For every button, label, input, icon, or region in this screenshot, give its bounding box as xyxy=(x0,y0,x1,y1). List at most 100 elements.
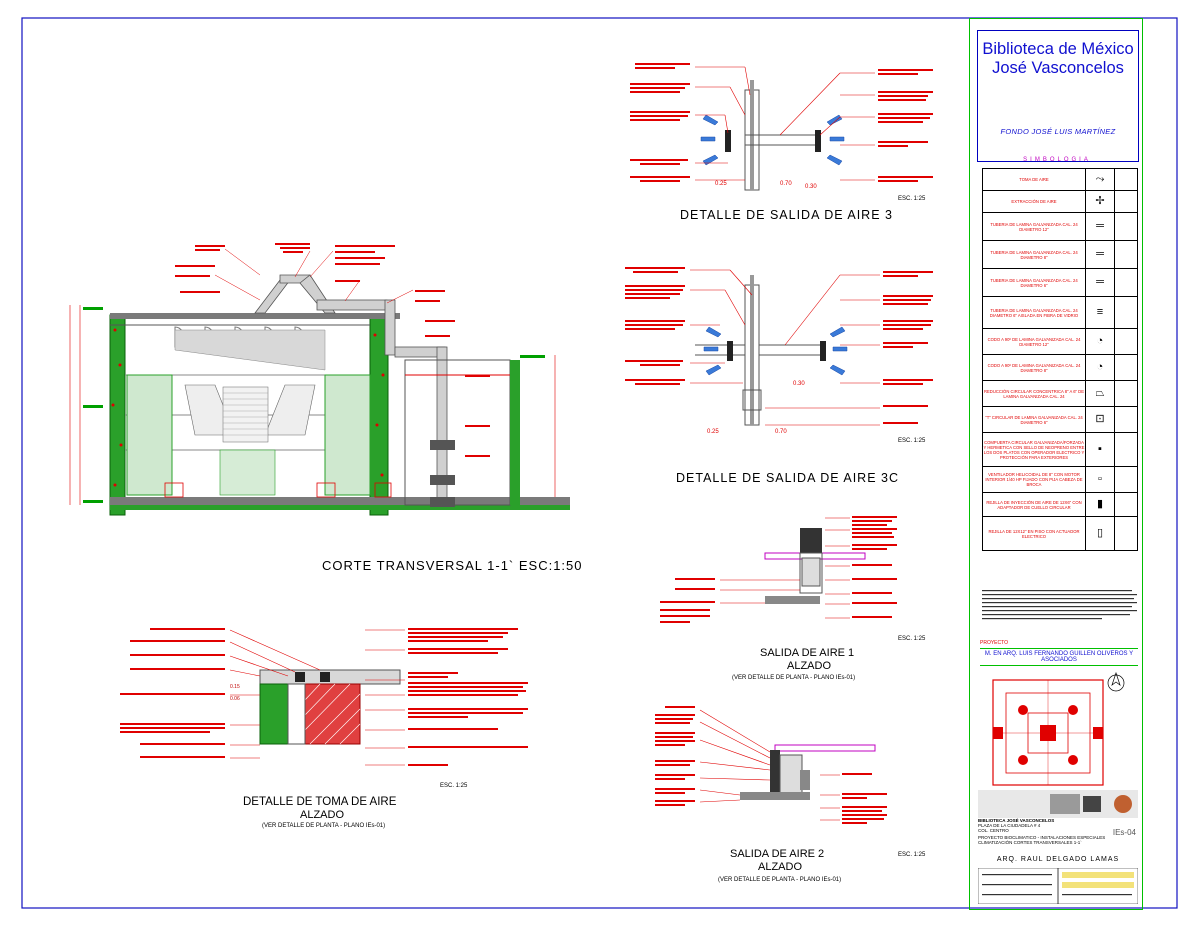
svg-text:0.15: 0.15 xyxy=(230,684,240,690)
legend-label: COMPUERTA CIRCULAR GALVANIZADA/FORZADA Y… xyxy=(982,432,1086,467)
detail-air-outlet-2-elevation xyxy=(655,706,887,824)
info-line: PLAZA DE LA CIUDADELA # 4 xyxy=(978,823,1041,828)
scale-note: ESC. 1:25 xyxy=(898,636,926,642)
detail-air-outlet-3: 0.25 0.70 0.30 xyxy=(630,63,933,191)
legend-row: REJILLA DE 12X12" EN PISO CON ACTUADOR E… xyxy=(982,516,1138,551)
institution-logos xyxy=(978,790,1138,818)
info-line: PROYECTO BIOCLIMATICO - INSTALACIONES ES… xyxy=(978,835,1106,840)
legend-spare-cell xyxy=(1114,516,1138,551)
general-notes xyxy=(982,590,1137,620)
legend-label: CODO A 90º DE LAMINA GALVANIZADA CAL. 24… xyxy=(982,354,1086,381)
title-air-intake: DETALLE DE TOMA DE AIRE xyxy=(243,796,397,808)
damper-icon: ▪ xyxy=(1085,432,1115,467)
dim-label: 0.70 xyxy=(775,429,787,435)
key-plan xyxy=(992,671,1133,799)
ref-outlet-1: (VER DETALLE DE PLANTA - PLANO IEs-01) xyxy=(732,675,856,681)
cross-section-1-1 xyxy=(69,243,570,516)
brand-box: Biblioteca de México José Vasconcelos FO… xyxy=(977,30,1139,162)
legend-label: TUBERIA DE LAMINA GALVANIZADA CAL. 24 DI… xyxy=(982,296,1086,329)
grille-icon: ▮ xyxy=(1085,492,1115,517)
tee-icon: ⊡ xyxy=(1085,406,1115,433)
title-outlet-2-elevation: ALZADO xyxy=(758,861,803,873)
ref-outlet-2: (VER DETALLE DE PLANTA - PLANO IEs-01) xyxy=(718,877,842,883)
legend-row: REDUCCIÓN CIRCULAR CONCENTRICA 8" A 6" D… xyxy=(982,380,1138,407)
brand-line-2: José Vasconcelos xyxy=(992,59,1124,77)
title-outlet-2: SALIDA DE AIRE 2 xyxy=(730,848,825,860)
legend-spare-cell xyxy=(1114,268,1138,297)
legend-label: TUBERIA DE LAMINA GALVANIZADA CAL. 24 DI… xyxy=(982,240,1086,269)
svg-text:0.06: 0.06 xyxy=(230,696,240,702)
intake-annotations xyxy=(408,628,528,766)
legend-row: "T" CIRCULAR DE LAMINA GALVANIZADA CAL. … xyxy=(982,406,1138,433)
legend-row: CODO A 90º DE LAMINA GALVANIZADA CAL. 24… xyxy=(982,328,1138,355)
legend-spare-cell xyxy=(1114,466,1138,493)
fondo-label: FONDO JOSÉ LUIS MARTÍNEZ xyxy=(1000,127,1116,136)
legend-spare-cell xyxy=(1114,328,1138,355)
scale-note: ESC. 1:25 xyxy=(898,196,926,202)
legend-row: TUBERIA DE LAMINA GALVANIZADA CAL. 24 DI… xyxy=(982,240,1138,269)
legend-spare-cell xyxy=(1114,212,1138,241)
legend-spare-cell xyxy=(1114,432,1138,467)
info-line: CLIMATIZACIÓN CORTES TRANSVERSALES 1-1` xyxy=(978,840,1082,845)
legend-spare-cell xyxy=(1114,296,1138,329)
ref-air-intake: (VER DETALLE DE PLANTA - PLANO IEs-01) xyxy=(262,823,386,829)
legend-row: EXTRACCIÓN DE AIRE✢ xyxy=(982,190,1138,213)
legend-label: CODO A 90º DE LAMINA GALVANIZADA CAL. 24… xyxy=(982,328,1086,355)
legend-label: TUBERIA DE LAMINA GALVANIZADA CAL. 24 DI… xyxy=(982,268,1086,297)
dim-label: 0.30 xyxy=(805,184,817,190)
legend-row: TOMA DE AIRE⤳ xyxy=(982,168,1138,191)
legend-label: TOMA DE AIRE xyxy=(982,168,1086,191)
dim-label: 0.30 xyxy=(793,381,805,387)
legend-spare-cell xyxy=(1114,168,1138,191)
reducer-icon: ⏢ xyxy=(1085,380,1115,407)
dim-label: 0.25 xyxy=(707,429,719,435)
title-detail-3c: DETALLE DE SALIDA DE AIRE 3C xyxy=(676,471,899,485)
legend-spare-cell xyxy=(1114,380,1138,407)
project-info: BIBLIOTECA JOSÉ VASCONCELOS PLAZA DE LA … xyxy=(978,818,1138,845)
legend-label: TUBERIA DE LAMINA GALVANIZADA CAL. 24 DI… xyxy=(982,212,1086,241)
legend-row: CODO A 90º DE LAMINA GALVANIZADA CAL. 24… xyxy=(982,354,1138,381)
legend-row: COMPUERTA CIRCULAR GALVANIZADA/FORZADA Y… xyxy=(982,432,1138,467)
floor-grille-icon: ▯ xyxy=(1085,516,1115,551)
legend-label: "T" CIRCULAR DE LAMINA GALVANIZADA CAL. … xyxy=(982,406,1086,433)
brand-line-1: Biblioteca de México xyxy=(982,40,1134,58)
legend-row: TUBERIA DE LAMINA GALVANIZADA CAL. 24 DI… xyxy=(982,212,1138,241)
legend-label: REJILLA DE 12X12" EN PISO CON ACTUADOR E… xyxy=(982,516,1086,551)
dim-label: 0.70 xyxy=(780,181,792,187)
legend-row: VENTILADOR HELICOIDAL DE 8" CON MOTOR IN… xyxy=(982,466,1138,493)
title-outlet-1: SALIDA DE AIRE 1 xyxy=(760,647,855,659)
detail-air-intake-elevation: 0.15 0.06 xyxy=(120,628,405,766)
legend-label: VENTILADOR HELICOIDAL DE 8" CON MOTOR IN… xyxy=(982,466,1086,493)
legend-row: TUBERIA DE LAMINA GALVANIZADA CAL. 24 DI… xyxy=(982,268,1138,297)
signature-rows xyxy=(978,868,1138,904)
scale-note: ESC. 1:25 xyxy=(440,783,468,789)
fan-icon: ▫ xyxy=(1085,466,1115,493)
dim-label: 0.25 xyxy=(715,181,727,187)
title-outlet-1-elevation: ALZADO xyxy=(787,660,832,672)
reviewer-name: ARQ. RAUL DELGADO LAMAS xyxy=(996,856,1120,863)
legend-label: REDUCCIÓN CIRCULAR CONCENTRICA 8" A 6" D… xyxy=(982,380,1086,407)
legend-spare-cell xyxy=(1114,354,1138,381)
title-air-intake-elevation: ALZADO xyxy=(300,809,345,821)
legend-heading: SIMBOLOGIA xyxy=(1023,157,1091,163)
title-detail-3: DETALLE DE SALIDA DE AIRE 3 xyxy=(680,208,893,222)
scale-note: ESC. 1:25 xyxy=(898,438,926,444)
info-line: BIBLIOTECA JOSÉ VASCONCELOS xyxy=(978,818,1055,823)
air-intake-icon: ⤳ xyxy=(1085,168,1115,191)
legend-spare-cell xyxy=(1114,190,1138,213)
elbow-icon: ◔ xyxy=(1085,328,1115,355)
legend-spare-cell xyxy=(1114,406,1138,433)
legend-row: REJILLA DE INYECCIÓN DE AIRE DE 12X6" CO… xyxy=(982,492,1138,517)
legend-spare-cell xyxy=(1114,240,1138,269)
scale-note: ESC. 1:25 xyxy=(898,852,926,858)
detail-air-outlet-3c: 0.25 0.70 0.30 xyxy=(625,267,933,435)
legend-label: REJILLA DE INYECCIÓN DE AIRE DE 12X6" CO… xyxy=(982,492,1086,517)
sheet-number: IEs-04 xyxy=(1112,828,1136,837)
info-line: COL. CENTRO xyxy=(978,828,1009,833)
project-label: PROYECTO xyxy=(980,640,1008,646)
legend-table: TOMA DE AIRE⤳EXTRACCIÓN DE AIRE✢TUBERIA … xyxy=(982,168,1138,551)
double-line-icon: ═ xyxy=(1085,268,1115,297)
legend-label: EXTRACCIÓN DE AIRE xyxy=(982,190,1086,213)
elbow-icon: ◔ xyxy=(1085,354,1115,381)
